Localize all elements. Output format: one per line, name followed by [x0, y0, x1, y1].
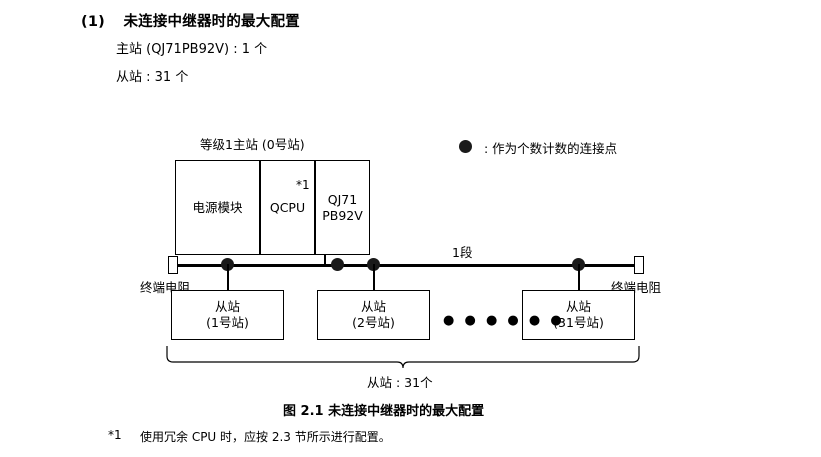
master-group-label: 等级1主站 (0号站)	[200, 137, 305, 152]
footnote-marker: *1	[108, 428, 122, 442]
slave-box-1: 从站 (1号站)	[171, 290, 284, 340]
spec-line-slave: 从站 : 31 个	[116, 70, 189, 85]
slaves-brace-label: 从站 : 31个	[367, 375, 433, 390]
slave-2-station: (2号站)	[352, 315, 395, 330]
terminator-left-block	[168, 256, 178, 274]
qcpu-module-box: QCPU	[260, 160, 315, 255]
legend-text: : 作为个数计数的连接点	[484, 141, 618, 156]
bus-line	[175, 264, 637, 267]
slave-box-2: 从站 (2号站)	[317, 290, 430, 340]
slave2-drop-line	[373, 264, 375, 290]
footnote-text: 使用冗余 CPU 时，应按 2.3 节所示进行配置。	[140, 430, 391, 444]
master-drop-line	[324, 255, 326, 265]
figure-caption: 图 2.1 未连接中继器时的最大配置	[283, 404, 485, 419]
slave1-drop-line	[227, 264, 229, 290]
legend-filled-circle-icon	[459, 140, 472, 153]
spec-line-master: 主站 (QJ71PB92V) : 1 个	[116, 42, 268, 57]
footnote-marker-ref: *1	[296, 178, 310, 192]
slave31-drop-line	[578, 264, 580, 290]
qj71pb92v-module-box: QJ71 PB92V	[315, 160, 370, 255]
power-module-label: 电源模块	[192, 199, 243, 215]
section-number: (1)	[81, 14, 105, 30]
connection-dot-master	[331, 258, 344, 271]
slave-box-31: 从站 (31号站)	[522, 290, 635, 340]
slave-1-title: 从站	[214, 299, 240, 315]
qcpu-module-label: QCPU	[269, 199, 306, 215]
slave-31-station: (31号站)	[553, 315, 604, 330]
terminator-right-block	[634, 256, 644, 274]
slave-1-station: (1号站)	[206, 315, 249, 330]
slave-31-title: 从站	[565, 299, 591, 315]
section-heading: (1) 未连接中继器时的最大配置	[81, 10, 300, 31]
slave-2-title: 从站	[360, 299, 386, 315]
slaves-ellipsis: ● ● ● ● ● ●	[443, 313, 565, 328]
section-title: 未连接中继器时的最大配置	[123, 14, 300, 30]
qj71pb92v-module-label: QJ71 PB92V	[322, 191, 363, 223]
slaves-brace	[166, 346, 640, 369]
power-module-box: 电源模块	[175, 160, 260, 255]
segment-label: 1段	[452, 245, 473, 260]
